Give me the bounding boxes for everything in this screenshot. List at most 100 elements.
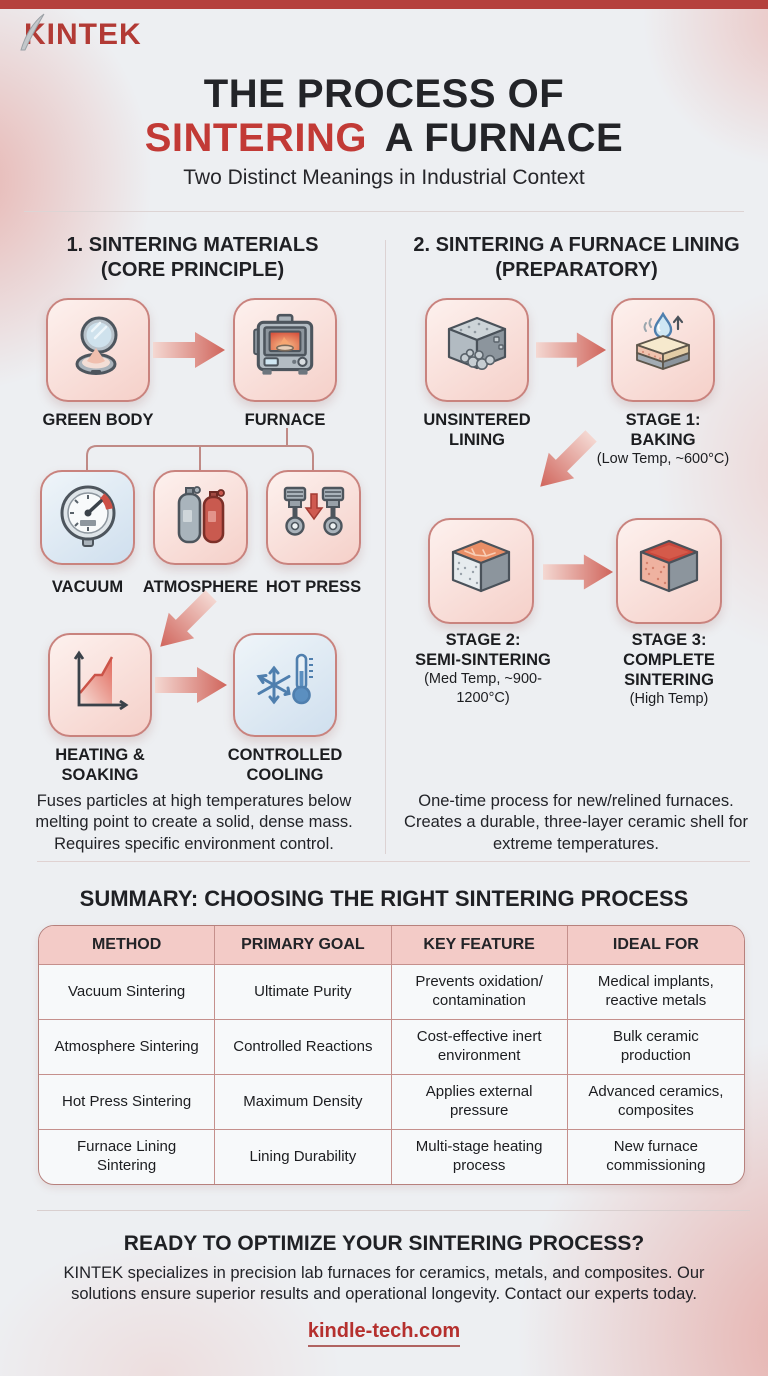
- left-heading-line2: (CORE PRINCIPLE): [100, 259, 285, 281]
- page-title-line1: THE PROCESS OF: [203, 72, 565, 116]
- baking-droplet-icon: [625, 310, 701, 391]
- left-description: Fuses particles at high temperatures bel…: [35, 792, 353, 853]
- stage2-semi-sintering-card: [428, 518, 534, 624]
- vacuum-label: VACUUM: [51, 578, 124, 596]
- stage2-temp-note: (Med Temp, ~900-1200°C): [424, 671, 542, 707]
- cell-goal: Lining Durability: [215, 1130, 392, 1184]
- cell-method: Atmosphere Sintering: [39, 1020, 216, 1074]
- compact-powder-icon: [60, 310, 136, 391]
- green-body-card: [46, 298, 150, 402]
- unsintered-lining-label: UNSINTERED LINING: [405, 410, 549, 450]
- cell-ideal: Medical implants, reactive metals: [597, 973, 714, 1009]
- stage3-label-line1: STAGE 3:: [631, 631, 707, 649]
- unsintered-label-line2: LINING: [449, 431, 505, 450]
- arrow-down-left-icon: [540, 430, 597, 487]
- stage1-label-line1: STAGE 1:: [625, 411, 701, 429]
- vacuum-card: [40, 470, 135, 565]
- furnace-card: [233, 298, 337, 402]
- cell-method: Hot Press Sintering: [39, 1075, 216, 1129]
- cell-goal: Maximum Density: [215, 1075, 392, 1129]
- website-link-wrap: kindle-tech.com: [0, 1320, 768, 1347]
- hot-press-label: HOT PRESS: [265, 578, 362, 596]
- heating-label: HEATING & SOAKING: [28, 745, 172, 785]
- footer-cta-heading: READY TO OPTIMIZE YOUR SINTERING PROCESS…: [123, 1232, 645, 1255]
- stage1-label-line2: BAKING: [630, 431, 696, 450]
- cell-goal: Controlled Reactions: [215, 1020, 392, 1074]
- arrow-right-icon: [155, 667, 227, 703]
- green-body-label: GREEN BODY: [42, 411, 154, 429]
- table-row: Furnace Lining Sintering Lining Durabili…: [39, 1130, 744, 1184]
- kintek-logo: KINTEK: [20, 13, 142, 52]
- right-section-heading: 2. SINTERING A FURNACE LINING (PREPARATO…: [385, 233, 768, 283]
- stage1-baking-card: [611, 298, 715, 402]
- cell-ideal: Bulk ceramic production: [612, 1028, 699, 1064]
- unsintered-lining-card: [425, 298, 529, 402]
- heating-card: [48, 633, 152, 737]
- website-link[interactable]: kindle-tech.com: [307, 1320, 461, 1347]
- column-divider: [385, 240, 386, 854]
- cell-ideal: New furnace commissioning: [606, 1138, 706, 1174]
- stage1-label: STAGE 1: BAKING (Low Temp, ~600°C): [591, 410, 735, 469]
- cell-method: Furnace Lining Sintering: [39, 1130, 216, 1184]
- title-rest: A FURNACE: [384, 116, 624, 160]
- stage3-temp-note: (High Temp): [629, 691, 709, 708]
- table-row: Vacuum Sintering Ultimate Purity Prevent…: [39, 965, 744, 1020]
- table-header-row: METHOD PRIMARY GOAL KEY FEATURE IDEAL FO…: [39, 926, 744, 965]
- heating-curve-icon: [62, 645, 138, 726]
- summary-title: SUMMARY: CHOOSING THE RIGHT SINTERING PR…: [79, 886, 689, 911]
- gas-cylinders-icon: [166, 480, 236, 555]
- page-subtitle: Two Distinct Meanings in Industrial Cont…: [183, 166, 585, 189]
- furnace-label: FURNACE: [244, 411, 326, 429]
- vacuum-gauge-icon: [53, 480, 123, 555]
- furnace-icon: [246, 309, 324, 392]
- hot-press-card: [266, 470, 361, 565]
- col-header-key-feature: KEY FEATURE: [392, 926, 568, 964]
- right-heading-line1: 2. SINTERING A FURNACE LINING: [413, 234, 740, 256]
- cooling-label: CONTROLLED COOLING: [213, 745, 357, 785]
- top-accent-bar: [0, 0, 768, 9]
- semi-sintering-icon: [443, 531, 519, 612]
- cell-feature: Applies external pressure: [392, 1075, 568, 1129]
- atmosphere-label: ATMOSPHERE: [142, 578, 259, 596]
- col-header-primary-goal: PRIMARY GOAL: [215, 926, 392, 964]
- cooling-label-line1: CONTROLLED: [227, 746, 343, 764]
- arrow-right-icon: [536, 332, 607, 368]
- header-divider: [24, 211, 744, 212]
- page-title-line2: SINTERING A FURNACE: [0, 116, 768, 161]
- col-header-method: METHOD: [39, 926, 216, 964]
- cell-goal: Ultimate Purity: [215, 965, 392, 1019]
- section-divider: [37, 861, 750, 862]
- stage2-label: STAGE 2: SEMI-SINTERING (Med Temp, ~900-…: [400, 630, 566, 708]
- hot-press-icon: [279, 480, 349, 555]
- summary-table: METHOD PRIMARY GOAL KEY FEATURE IDEAL FO…: [38, 925, 745, 1185]
- logo-text: KINTEK: [24, 18, 142, 51]
- table-row: Hot Press Sintering Maximum Density Appl…: [39, 1075, 744, 1130]
- unsintered-label-line1: UNSINTERED: [423, 411, 531, 429]
- heating-label-line1: HEATING &: [55, 746, 145, 764]
- feather-icon: [17, 12, 47, 60]
- arrow-right-icon: [543, 554, 614, 590]
- stage3-label: STAGE 3: COMPLETE SINTERING (High Temp): [599, 630, 739, 709]
- stage2-label-line1: STAGE 2:: [445, 631, 521, 649]
- table-row: Atmosphere Sintering Controlled Reaction…: [39, 1020, 744, 1075]
- cell-ideal: Advanced ceramics, composites: [588, 1083, 724, 1119]
- atmosphere-card: [153, 470, 248, 565]
- stage3-label-line2: COMPLETE: [623, 651, 715, 670]
- stage1-temp-note: (Low Temp, ~600°C): [596, 451, 730, 468]
- cooling-card: [233, 633, 337, 737]
- col-header-ideal-for: IDEAL FOR: [612, 936, 699, 953]
- unsintered-lining-icon: [439, 310, 515, 391]
- arrow-right-icon: [153, 332, 225, 368]
- connector-bracket: [86, 428, 314, 472]
- cell-method: Vacuum Sintering: [39, 965, 216, 1019]
- stage3-complete-sintering-card: [616, 518, 722, 624]
- complete-sintering-icon: [631, 531, 707, 612]
- footer-text: KINTEK specializes in precision lab furn…: [63, 1264, 705, 1304]
- cell-feature: Multi-stage heating process: [392, 1130, 568, 1184]
- right-heading-line2: (PREPARATORY): [495, 259, 658, 281]
- cooling-label-line2: COOLING: [246, 766, 324, 785]
- cell-feature: Prevents oxidation/​contamination: [392, 965, 568, 1019]
- footer-divider: [37, 1210, 750, 1211]
- heating-label-line2: SOAKING: [61, 766, 139, 785]
